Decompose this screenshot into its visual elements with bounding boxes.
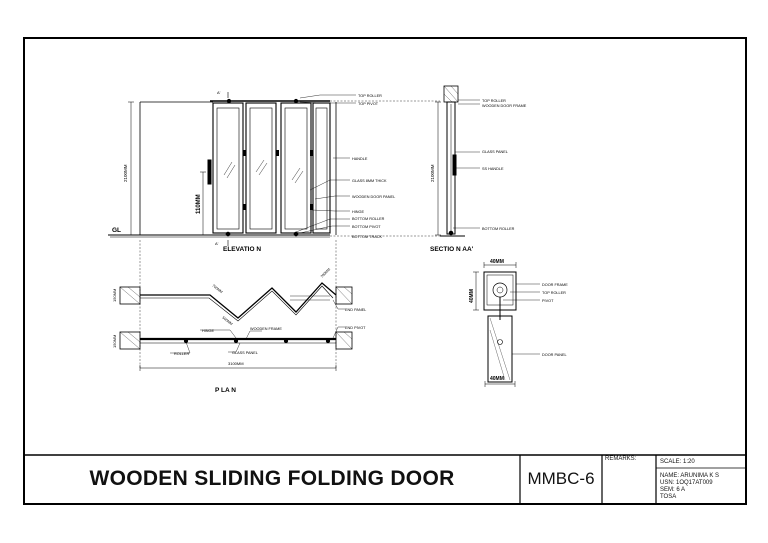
plan-view	[119, 282, 353, 371]
section-view	[435, 85, 480, 237]
section-mark-top: A'	[217, 90, 221, 95]
handle-dim: 110MM	[196, 194, 202, 214]
detail-view	[473, 262, 540, 387]
section-height-dim: 2100MM	[430, 164, 435, 182]
section-label-bottom-roller: BOTTOM ROLLER	[482, 227, 515, 231]
elevation-view	[108, 92, 440, 368]
plan-fold-dim-3: 700MM	[320, 267, 331, 278]
detail-label-top-roller: TOP ROLLER	[542, 291, 566, 295]
section-mark-bottom: A'	[215, 241, 219, 246]
detail-label-pivot: PIVOT	[542, 299, 554, 303]
plan-label-end-panel: END PANEL	[345, 308, 366, 312]
height-dim: 2100MM	[123, 164, 128, 182]
section-label-glass-panel: GLASS PANEL	[482, 150, 508, 154]
label-top-pivot: TOP PIVOT	[358, 102, 379, 106]
plan-label-wooden-frame: WOODEN FRAME	[250, 327, 282, 331]
section-label-top-roller: TOP ROLLER	[482, 99, 506, 103]
label-bottom-pivot: BOTTOM PIVOT	[352, 225, 381, 229]
section-label-ss-handle: SS HANDLE	[482, 167, 504, 171]
section-text: SECTIO N AA' 2100MM TOP ROLLER WOODEN DO…	[430, 99, 527, 253]
sheet-border	[23, 37, 747, 505]
detail-text: 40MM 40MM 40MM DOOR FRAME TOP ROLLER PIV…	[469, 259, 568, 382]
name-text: NAME: ARUNIMA K S	[660, 473, 720, 479]
drawing-title: WOODEN SLIDING FOLDING DOOR	[89, 467, 455, 490]
label-hinge: HINGE	[352, 210, 364, 214]
label-glass: GLASS 8MM THICK	[352, 179, 387, 183]
sem-text: SEM: 6 A	[660, 487, 686, 493]
gl-label: GL	[112, 227, 121, 234]
plan-fold-dim-2: 500MM	[221, 316, 233, 327]
plan-label-hinge: HINGE	[202, 329, 214, 333]
detail-top-dim: 40MM	[490, 259, 504, 265]
plan-heading: P LA N	[215, 387, 236, 394]
plan-label-end-pivot: END PIVOT	[345, 326, 366, 330]
title-block-lines	[24, 454, 746, 504]
label-handle: HANDLE	[352, 157, 368, 161]
label-bottom-track: BOTTOM TRACK	[352, 235, 382, 239]
scale-text: SCALE: 1:20	[660, 459, 695, 465]
plan-label-roller: ROLLER	[174, 352, 189, 356]
elevation-heading: ELEVATIO N	[223, 246, 261, 253]
plan-wall-dim-top: 150MM	[112, 289, 117, 302]
detail-side-dim: 40MM	[469, 289, 475, 303]
plan-text: P LA N 3100MM 150MM 150MM 700MM 500MM 70…	[112, 267, 366, 394]
detail-label-door-panel: DOOR PANEL	[542, 353, 567, 357]
plan-overall-dim: 3100MM	[228, 361, 244, 366]
remarks-label: REMARKS:	[605, 456, 637, 462]
section-heading: SECTIO N AA'	[430, 246, 474, 253]
usn-text: USN: 1OQ17AT009	[660, 480, 713, 486]
plan-label-glass-panel: GLASS PANEL	[232, 351, 258, 355]
drawing-code: MMBC-6	[527, 469, 595, 488]
detail-label-door-frame: DOOR FRAME	[542, 283, 568, 287]
org-text: TOSA	[660, 494, 677, 500]
label-top-roller: TOP ROLLER	[358, 94, 382, 98]
section-label-door-frame: WOODEN DOOR FRAME	[482, 104, 527, 108]
detail-bottom-dim: 40MM	[490, 376, 504, 382]
label-bottom-roller: BOTTOM ROLLER	[352, 217, 385, 221]
label-wooden-door-panel: WOODEN DOOR PANEL	[352, 195, 395, 199]
plan-fold-dim-1: 700MM	[211, 284, 223, 295]
plan-wall-dim-bottom: 150MM	[112, 335, 117, 348]
elevation-text: ELEVATIO N GL 2100MM 110MM A' A' TOP ROL…	[112, 90, 395, 253]
